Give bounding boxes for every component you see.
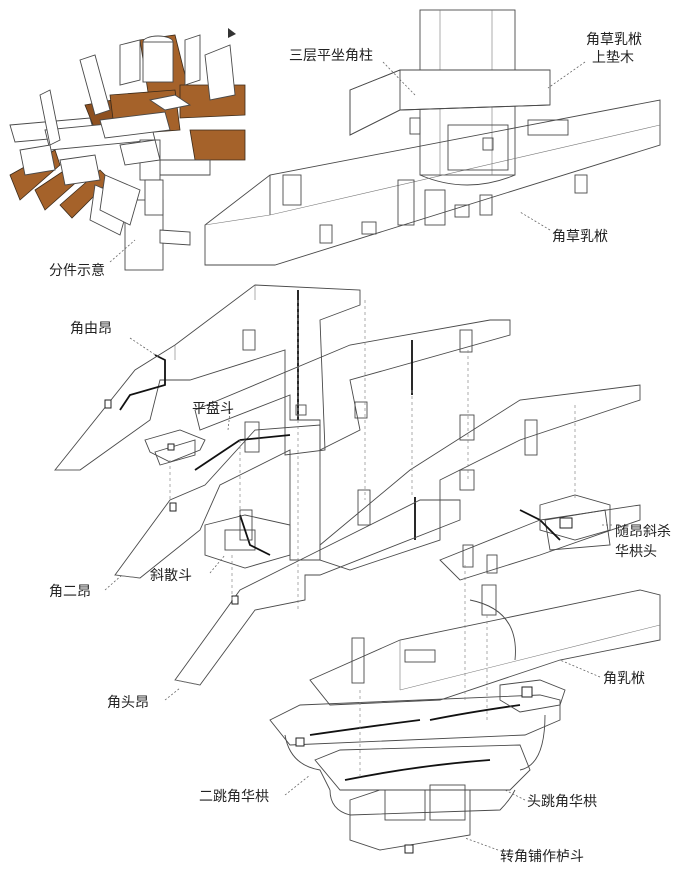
lower-brackets <box>269 679 566 854</box>
jiao-er-ang-right <box>319 384 641 571</box>
label-jiao-er-ang: 角二昂 <box>49 584 91 600</box>
label-sui-ang-xiesha: 随昂斜杀 <box>615 524 671 540</box>
label-ping-pan-dou: 平盘斗 <box>192 400 234 417</box>
label-jiao-tou-ang: 角头昂 <box>107 695 149 711</box>
label-zhuanjiao-puzuo-ludou: 转角铺作栌斗 <box>500 849 584 865</box>
jiao-er-ang-member <box>114 421 321 579</box>
label-fenjian-shiyi: 分件示意 <box>49 262 105 279</box>
labels: 三层平坐角柱 角草乳栿 上垫木 角草乳栿 分件示意 角由昂 平盘斗 角二昂 斜散… <box>49 32 671 865</box>
label-huagong-tou: 华栱头 <box>615 544 657 560</box>
xie-san-dou-part <box>204 509 291 569</box>
alignment-guides <box>169 300 576 780</box>
mark-triangle <box>228 28 236 38</box>
label-tou-tiao-jiao-huagong: 头跳角华栱 <box>527 794 597 810</box>
label-jiao-rufu: 角乳栿 <box>603 671 645 687</box>
top-assembly <box>204 9 661 266</box>
jiao-rufu-member <box>309 544 661 706</box>
label-jiao-you-ang: 角由昂 <box>70 321 112 337</box>
label-jiao-cao-rufu-top: 角草乳栿 <box>586 32 642 48</box>
label-jiao-cao-rufu: 角草乳栿 <box>552 229 608 245</box>
label-er-tiao-jiao-huagong: 二跳角华栱 <box>199 789 269 805</box>
upper-beam-2 <box>194 319 511 451</box>
label-sanceng-pingzuo-jiaozhu: 三层平坐角柱 <box>289 48 373 64</box>
label-shang-dianmu: 上垫木 <box>592 50 634 66</box>
assembled-inset <box>9 28 246 271</box>
jiao-you-ang-member <box>54 284 361 471</box>
label-xie-san-dou: 斜散斗 <box>150 568 192 584</box>
ping-pan-dou-part <box>144 429 206 466</box>
